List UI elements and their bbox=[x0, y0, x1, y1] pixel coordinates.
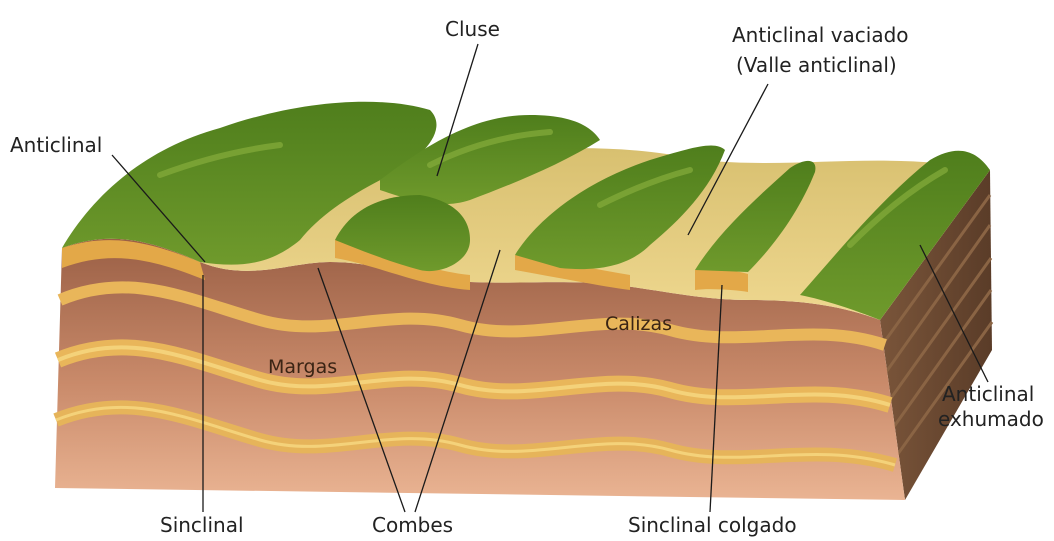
label-anticlinal-vaciado-line2: (Valle anticlinal) bbox=[736, 54, 897, 77]
label-anticlinal-exhumado-line1: Anticlinal bbox=[942, 383, 1034, 406]
label-anticlinal-exhumado-line2: exhumado bbox=[938, 408, 1044, 431]
label-cluse: Cluse bbox=[445, 18, 500, 41]
label-anticlinal-vaciado-line1: Anticlinal vaciado bbox=[732, 24, 909, 47]
label-combes: Combes bbox=[372, 514, 453, 537]
label-anticlinal: Anticlinal bbox=[10, 134, 102, 157]
label-calizas: Calizas bbox=[605, 313, 672, 336]
label-sinclinal-colgado: Sinclinal colgado bbox=[628, 514, 797, 537]
label-sinclinal: Sinclinal bbox=[160, 514, 244, 537]
label-margas: Margas bbox=[268, 356, 337, 379]
